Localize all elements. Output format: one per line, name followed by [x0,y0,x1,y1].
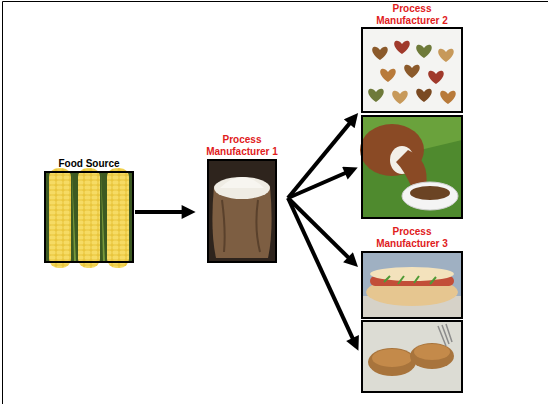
flour [214,177,270,199]
hotdog-ground [362,252,462,318]
patty [368,348,416,376]
bowl [402,182,458,210]
sack-ground [208,160,276,262]
flow-arrow [288,171,349,198]
kibble-ground [362,28,462,112]
process-node: Process Manufacturer 3 [360,226,464,393]
flow-arrow [288,198,354,342]
patty-top [414,344,450,360]
corn-cob [78,168,100,268]
frame [3,2,548,404]
sack-fold [222,200,260,252]
picture-border [45,172,133,262]
process-node: Food Source [45,158,133,264]
picture-border [362,28,462,112]
flow-arrow [288,121,352,198]
corn-husk [72,172,105,262]
hotdog-picture [362,252,462,318]
picture-border [362,252,462,318]
plate [362,321,462,392]
corn-picture [45,168,133,268]
fork [438,324,452,346]
process-node: Process Manufacturer 1 [198,134,286,263]
flow-arrow [135,210,186,214]
flour-mound [220,177,264,188]
kibble [368,41,456,104]
frame-line [3,1,548,2]
frame-line [2,2,3,404]
sack-picture [208,160,276,262]
picture-border [208,160,276,262]
dog-picture [360,116,462,218]
node-heading: Process Manufacturer 2 [360,3,464,26]
patty [410,343,454,369]
patty-picture [362,321,462,392]
flow-arrow [288,198,351,260]
bowl-food [410,186,450,200]
herbs [384,276,436,284]
node-heading: Food Source [45,158,133,170]
patty-top [372,349,412,367]
process-node: Process Manufacturer 2 [360,3,464,219]
picture-border [362,321,462,392]
corn-cob [49,168,71,268]
picture-border [362,116,462,218]
node-heading: Process Manufacturer 1 [198,134,286,157]
kibble-picture [362,28,462,112]
corn-cob [107,168,129,268]
bun-top [370,267,454,281]
node-heading: Process Manufacturer 3 [360,226,464,249]
